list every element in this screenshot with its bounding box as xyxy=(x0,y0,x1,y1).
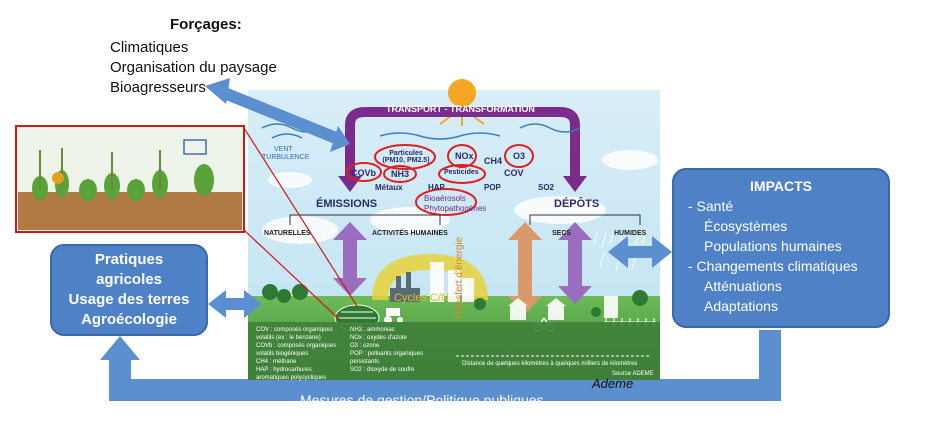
legend-right-3: O3 : ozone xyxy=(350,343,380,349)
factory xyxy=(390,272,420,302)
impacts-populations: Populations humaines xyxy=(704,238,842,254)
pollutant-so2: SO2 xyxy=(538,183,555,192)
trees xyxy=(262,284,648,317)
pratiques-line-3: Usage des terres xyxy=(68,291,190,308)
naturelles-label: NATURELLES xyxy=(264,230,311,237)
legend-left: COV : composés organiques volatils (ex :… xyxy=(256,326,336,382)
pollutant-cov: COV xyxy=(504,168,524,178)
vent-label: VENT xyxy=(274,146,293,153)
legend-right-1: NH3 : ammoniac xyxy=(350,327,395,333)
transfert-label: Transfert d'énergie xyxy=(454,236,465,320)
pratiques-box: Pratiques agricoles Usage des terres Agr… xyxy=(50,244,208,336)
field-trial-photo xyxy=(15,125,245,233)
secs-label: SECS xyxy=(552,230,572,237)
impacts-sante: - Santé xyxy=(688,198,734,214)
pollutant-highlights xyxy=(346,144,534,216)
pollutant-nox: NOx xyxy=(455,151,474,161)
legend-right-2: NOx : oxydes d'azote xyxy=(350,335,407,341)
forcage-item-bioagresseurs: Bioagresseurs xyxy=(110,79,206,96)
pollutant-covb: COVb xyxy=(351,168,377,178)
legend-left-7: aromatiques polycycliques xyxy=(256,375,327,381)
impacts-attenuations: Atténuations xyxy=(704,278,782,294)
cycles-label: Cycles C/N xyxy=(394,292,450,304)
bracket-lines xyxy=(289,214,641,225)
gestion-label: Mesures de gestion/Politique publiques xyxy=(300,392,544,408)
legend-right-4: POP : polluants organiques xyxy=(350,351,423,357)
distance-label: Distance de quelques kilomètres à quelqu… xyxy=(462,361,638,367)
pollutant-pesticides: Pesticides xyxy=(444,169,479,176)
pollutant-o3: O3 xyxy=(513,151,526,161)
depots-label: DÉPÔTS xyxy=(554,198,600,210)
connector-lines xyxy=(243,127,358,321)
pollutant-particules: Particules (PM10, PM2.5) xyxy=(382,150,430,164)
credit-label: Ademe xyxy=(592,376,634,391)
feedback-arrow xyxy=(100,330,781,401)
legend-left-1: COV : composés organiques xyxy=(256,327,333,333)
arch-right-head xyxy=(563,176,587,192)
legend-right-6: SO2 : dioxyde de soufre xyxy=(350,367,415,373)
pratiques-line-4: Agroécologie xyxy=(81,311,177,328)
pollutant-bioaerosols: Bioaérosols xyxy=(424,194,466,203)
pollutant-ch4: CH4 xyxy=(484,156,503,166)
legend-left-4: volatils biogéniques xyxy=(256,351,309,357)
pollutant-pop: POP xyxy=(484,183,501,192)
legend-left-3: COVb : composés organiques xyxy=(256,343,337,349)
legend-right: NH3 : ammoniac NOx : oxydes d'azote O3 :… xyxy=(350,326,423,374)
legend-left-2: volatils (ex : le benzène) xyxy=(256,335,321,341)
pollutant-nh3: NH3 xyxy=(391,169,410,179)
impacts-title: IMPACTS xyxy=(750,178,812,194)
deposition-arrow xyxy=(558,222,592,304)
impacts-arrow xyxy=(608,236,672,268)
activites-label: ACTIVITÉS HUMAINES xyxy=(372,230,448,237)
forcages-arrow xyxy=(205,78,350,152)
pollutant-phyto: Phytopathogènes xyxy=(424,204,487,213)
transport-arch xyxy=(345,107,580,178)
emission-arrow xyxy=(333,222,367,296)
forcage-item-climatiques: Climatiques xyxy=(110,39,189,56)
impacts-changements: - Changements climatiques xyxy=(688,258,858,274)
forcage-item-paysage: Organisation du paysage xyxy=(110,59,277,76)
humides-label: HUMIDES xyxy=(614,230,647,237)
legend-right-5: persistants xyxy=(350,359,380,365)
transport-label: TRANSPORT - TRANSFORMATION xyxy=(386,104,535,114)
emissions-label: ÉMISSIONS xyxy=(316,198,378,210)
pratiques-arrow xyxy=(208,290,262,318)
clouds xyxy=(262,150,658,244)
pollutant-hap: HAP xyxy=(428,183,445,192)
impacts-box: IMPACTS - Santé Écosystèmes Populations … xyxy=(672,168,890,328)
legend-left-6: HAP : hydrocarbures xyxy=(256,367,312,373)
impacts-ecosystemes: Écosystèmes xyxy=(704,218,788,234)
pratiques-line-2: agricoles xyxy=(96,271,162,288)
pollutant-metaux: Métaux xyxy=(375,183,403,192)
turbulence-label: TURBULENCE xyxy=(262,154,310,161)
forcages-title: Forçages: xyxy=(170,16,242,33)
pratiques-line-1: Pratiques xyxy=(94,251,164,268)
legend-left-5: CH4 : méthane xyxy=(256,359,297,365)
source-label: Source ADEME xyxy=(612,371,654,377)
impacts-adaptations: Adaptations xyxy=(704,298,778,314)
legend-strip xyxy=(248,322,660,380)
buildings xyxy=(430,262,618,320)
